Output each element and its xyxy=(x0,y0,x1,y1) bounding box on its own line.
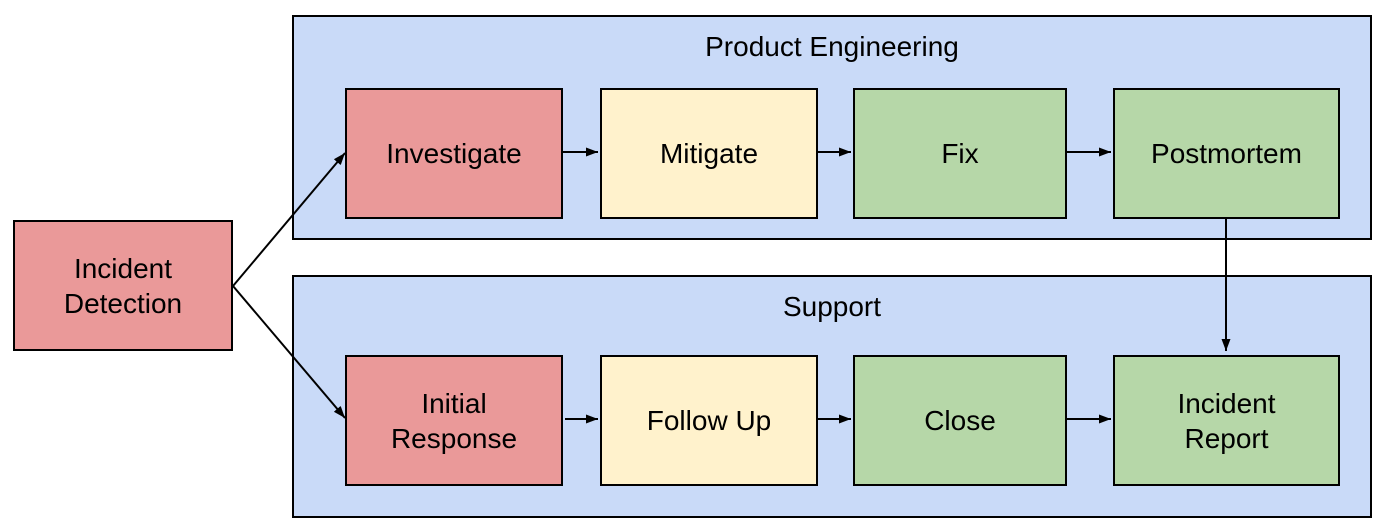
lane-title-product-engineering: Product Engineering xyxy=(705,31,959,62)
node-incident-detection: Incident Detection xyxy=(13,220,233,351)
node-fix: Fix xyxy=(853,88,1067,219)
node-follow-up: Follow Up xyxy=(600,355,818,486)
node-mitigate: Mitigate xyxy=(600,88,818,219)
node-incident-report: Incident Report xyxy=(1113,355,1340,486)
node-postmortem: Postmortem xyxy=(1113,88,1340,219)
node-initial-response: Initial Response xyxy=(345,355,563,486)
lane-support: Support Initial Response Follow Up Close… xyxy=(292,275,1372,518)
node-investigate: Investigate xyxy=(345,88,563,219)
lane-title-support: Support xyxy=(782,291,882,322)
node-close: Close xyxy=(853,355,1067,486)
lane-product-engineering: Product Engineering Investigate Mitigate… xyxy=(292,15,1372,240)
